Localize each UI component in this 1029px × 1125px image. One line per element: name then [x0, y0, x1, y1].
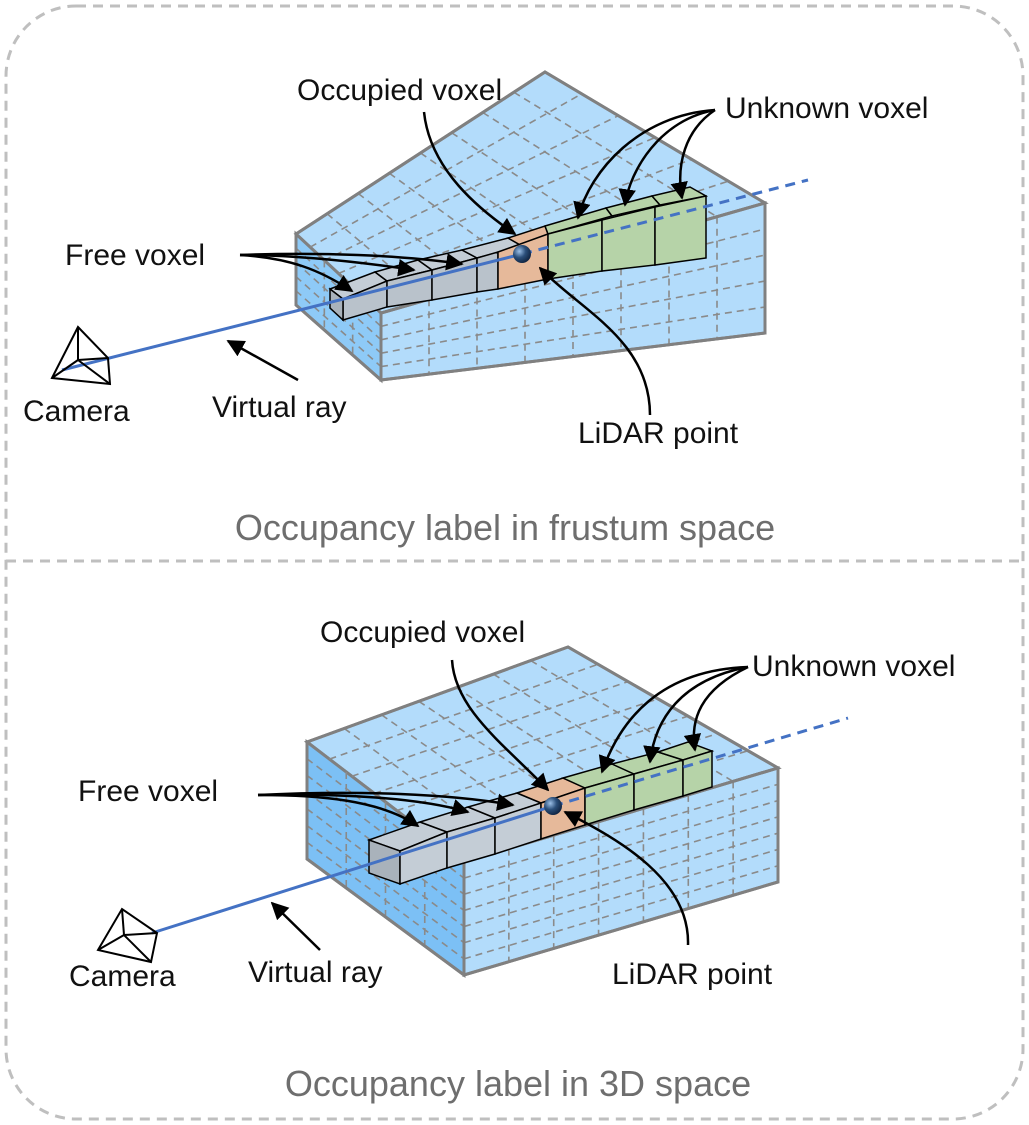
panel-frustum: Occupied voxel Unknown voxel Free voxel …: [23, 70, 928, 548]
unknown-voxel: [654, 195, 707, 266]
virtual-ray: [151, 804, 554, 935]
panel-3d-space: Occupied voxel Unknown voxel Free voxel …: [69, 616, 955, 1104]
label-camera: Camera: [69, 960, 176, 993]
grid-line: [338, 136, 656, 275]
label-free-voxel: Free voxel: [78, 775, 218, 808]
camera-icon: [96, 907, 159, 964]
label-unknown-voxel: Unknown voxel: [752, 650, 955, 683]
label-occupied-voxel: Occupied voxel: [297, 74, 502, 107]
grid-line: [463, 799, 779, 896]
grid-line: [463, 783, 779, 879]
grid-line: [463, 864, 779, 960]
grid-line: [351, 680, 629, 778]
lidar-point: [544, 797, 562, 815]
box-edge: [305, 645, 780, 977]
annotation-arrows: [226, 108, 716, 416]
label-lidar-point: LiDAR point: [578, 417, 739, 450]
grid-line: [309, 93, 583, 248]
label-virtual-ray: Virtual ray: [248, 956, 383, 989]
caption-3d-space: Occupancy label in 3D space: [285, 1063, 751, 1104]
grid-line: [306, 824, 465, 944]
label-camera: Camera: [23, 395, 130, 428]
grid-line: [388, 172, 526, 273]
grid-line: [396, 715, 689, 812]
grid-line: [295, 290, 382, 368]
virtual-ray-extension: [521, 178, 809, 256]
grid-line: [306, 758, 465, 879]
grid-line: [380, 306, 766, 368]
label-occupied-voxel: Occupied voxel: [320, 616, 525, 649]
grid-line: [493, 673, 689, 796]
label-unknown-voxel: Unknown voxel: [725, 92, 928, 125]
virtual-ray: [61, 252, 523, 372]
frustum-edge: [294, 70, 767, 382]
grid-line: [380, 280, 766, 354]
free-voxel: [476, 251, 499, 293]
label-free-voxel: Free voxel: [65, 239, 205, 272]
camera-icon: [50, 325, 112, 386]
lidar-point: [513, 245, 531, 263]
grid-line: [323, 114, 619, 262]
grid-line: [463, 848, 779, 944]
grid-line: [374, 698, 659, 795]
caption-frustum: Occupancy label in frustum space: [235, 507, 775, 548]
label-virtual-ray: Virtual ray: [212, 391, 347, 424]
grid-line: [463, 832, 779, 928]
grid-line: [463, 816, 779, 912]
grid-line: [306, 841, 465, 960]
virtual-ray-extension: [552, 716, 849, 808]
label-lidar-point: LiDAR point: [612, 958, 773, 991]
annotation-arrows: [257, 659, 749, 951]
